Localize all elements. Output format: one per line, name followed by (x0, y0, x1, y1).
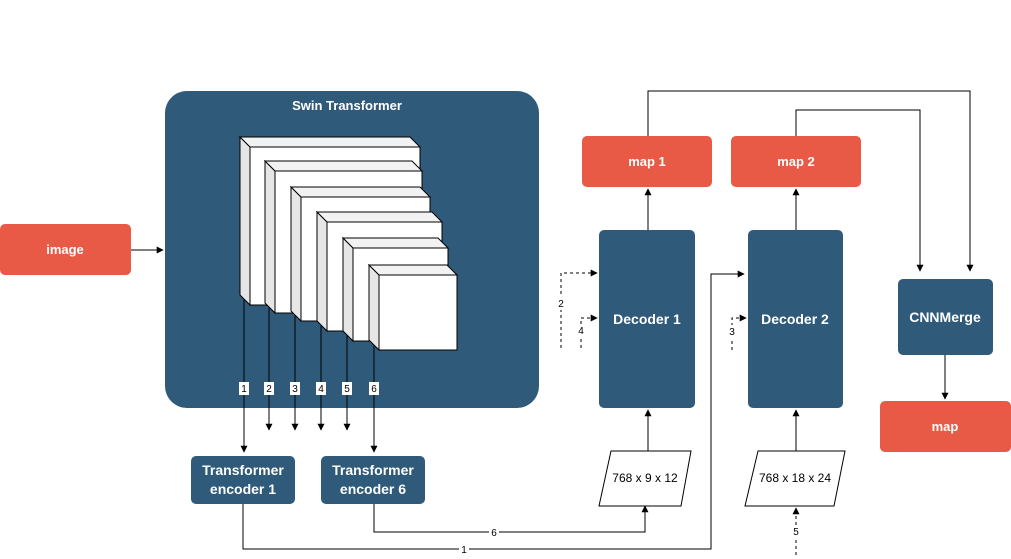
final-map-box (880, 401, 1011, 452)
connector-tag-2: 2 (558, 299, 564, 310)
map-2-label: map 2 (777, 154, 815, 169)
stage-tag-3: 3 (292, 384, 298, 395)
enc1-to-dec2-connector (242, 270, 745, 550)
connector-tag-1: 1 (461, 545, 467, 556)
decoder-2 (748, 230, 843, 408)
connector-tag-3: 3 (729, 327, 735, 338)
decoder-1-label: Decoder 1 (613, 311, 681, 327)
image-label: image (46, 242, 84, 257)
decoder-1 (599, 230, 695, 408)
transformer-encoder-6 (321, 456, 425, 504)
connector-tag-5: 5 (793, 527, 799, 538)
dec1-dashed-input-2 (560, 269, 598, 348)
stage-tag-4: 4 (318, 384, 324, 395)
encoder-6-line2: encoder 6 (340, 481, 406, 497)
map-2-box (731, 136, 861, 187)
swin-transformer-title: Swin Transformer (292, 98, 402, 113)
feature-shape-2-label: 768 x 18 x 24 (759, 471, 831, 485)
feature-shape-1 (598, 450, 692, 507)
connector-tag-4: 4 (578, 326, 584, 337)
map1-to-merge-connector (647, 90, 974, 272)
stage-tags: 1 2 3 4 5 6 (239, 382, 379, 395)
encoder-1-line2: encoder 1 (210, 481, 276, 497)
connector-tag-6: 6 (491, 528, 497, 539)
encoder-1-line1: Transformer (202, 462, 284, 478)
transformer-encoder-1 (191, 456, 295, 504)
final-map-label: map (932, 419, 959, 434)
enc6-to-dec1-connector (373, 504, 649, 533)
map2-to-merge-connector (795, 109, 924, 272)
feature-shape-1-label: 768 x 9 x 12 (612, 471, 678, 485)
cnnmerge-box (898, 279, 993, 355)
map-1-label: map 1 (628, 154, 666, 169)
cnnmerge-label: CNNMerge (909, 309, 981, 325)
stage-layer-6 (367, 263, 459, 352)
dec1-dashed-input-4 (580, 314, 598, 348)
feature-stack (238, 135, 459, 352)
map-1-box (582, 136, 712, 187)
encoder-6-line1: Transformer (332, 462, 414, 478)
stage-tag-6: 6 (371, 384, 377, 395)
stage-tag-5: 5 (344, 384, 350, 395)
dec2-dashed-input-3 (731, 314, 747, 350)
decoder-2-label: Decoder 2 (761, 311, 829, 327)
image-box (0, 224, 131, 275)
stage-tag-2: 2 (266, 384, 272, 395)
feature-shape-2 (744, 450, 846, 507)
stage-tag-1: 1 (241, 384, 247, 395)
